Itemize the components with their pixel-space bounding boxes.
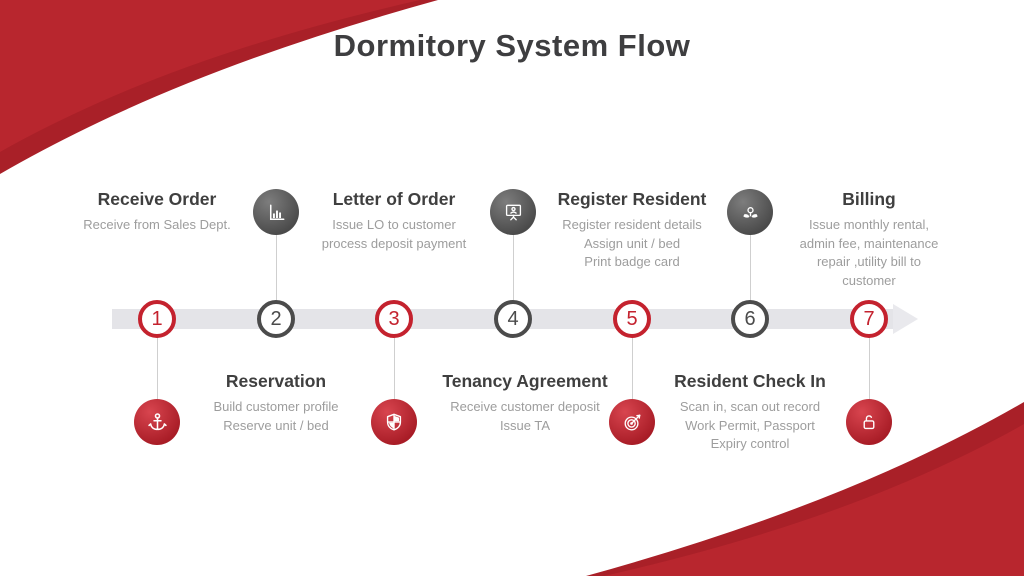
step-title: Resident Check In [674,371,826,391]
step-title: Letter of Order [332,189,456,209]
timeline-node-4: 4 [494,300,532,338]
step-title: Billing [842,189,896,209]
node-number: 7 [863,307,875,330]
node-number: 1 [151,307,163,330]
step-line: Issue monthly rental, [809,217,929,232]
step-title: Tenancy Agreement [442,371,608,391]
timeline-node-2: 2 [257,300,295,338]
node-number: 6 [744,307,756,330]
timeline-node-1: 1 [138,300,176,338]
step-line: Issue LO to customer [332,217,456,232]
step-title: Reservation [225,371,327,391]
step-line: Assign unit / bed [583,235,681,251]
node-number: 4 [507,307,519,330]
step-4-text: Tenancy Agreement Receive customer depos… [405,371,645,435]
step-6-text: Resident Check In Scan in, scan out reco… [650,371,850,454]
step-line: admin fee, maintenance [799,235,939,251]
step-title: Receive Order [97,189,217,209]
step-1-text: Receive Order Receive from Sales Dept. [57,189,257,235]
connector-step-7 [869,337,870,400]
step-line: Expiry control [710,436,790,451]
step-line: customer [842,272,896,288]
timeline-node-3: 3 [375,300,413,338]
lock-icon [846,399,892,445]
timeline-node-5: 5 [613,300,651,338]
step-2-text: Reservation Build customer profile Reser… [176,371,376,435]
top-left-swoosh-highlight [0,0,420,152]
node-number: 5 [626,307,638,330]
node-number: 3 [388,307,400,330]
step-3-text: Letter of Order Issue LO to customer pro… [294,189,494,253]
timeline-node-6: 6 [731,300,769,338]
target-icon [609,399,655,445]
step-line: process deposit payment [321,235,467,251]
step-7-text: Billing Issue monthly rental, admin fee,… [784,189,954,290]
step-line: Issue TA [499,417,551,433]
step-line: Scan in, scan out record [679,399,821,414]
connector-step-2 [276,234,277,300]
node-number: 2 [270,307,282,330]
timeline-arrow-icon [893,304,918,334]
connector-step-3 [394,337,395,400]
step-line: Receive customer deposit [450,399,600,414]
step-line: Build customer profile [213,399,339,414]
step-line: Reserve unit / bed [223,417,329,433]
step-line: Work Permit, Passport [685,417,815,433]
step-line: Register resident details [562,217,702,232]
connector-step-1 [157,337,158,400]
timeline-node-7: 7 [850,300,888,338]
step-5-text: Register Resident Register resident deta… [532,189,732,272]
step-line: repair ,utility bill to [816,254,922,269]
eco-hands-icon [727,189,773,235]
step-line: Print badge card [584,254,680,269]
connector-step-5 [632,337,633,400]
step-title: Register Resident [557,189,707,209]
connector-step-4 [513,234,514,300]
page-title: Dormitory System Flow [333,28,691,63]
top-left-swoosh [0,0,438,174]
step-line: Receive from Sales Dept. [83,217,231,232]
presentation-icon [490,189,536,235]
shield-icon [371,399,417,445]
anchor-icon [134,399,180,445]
bar-chart-icon [253,189,299,235]
connector-step-6 [750,234,751,300]
